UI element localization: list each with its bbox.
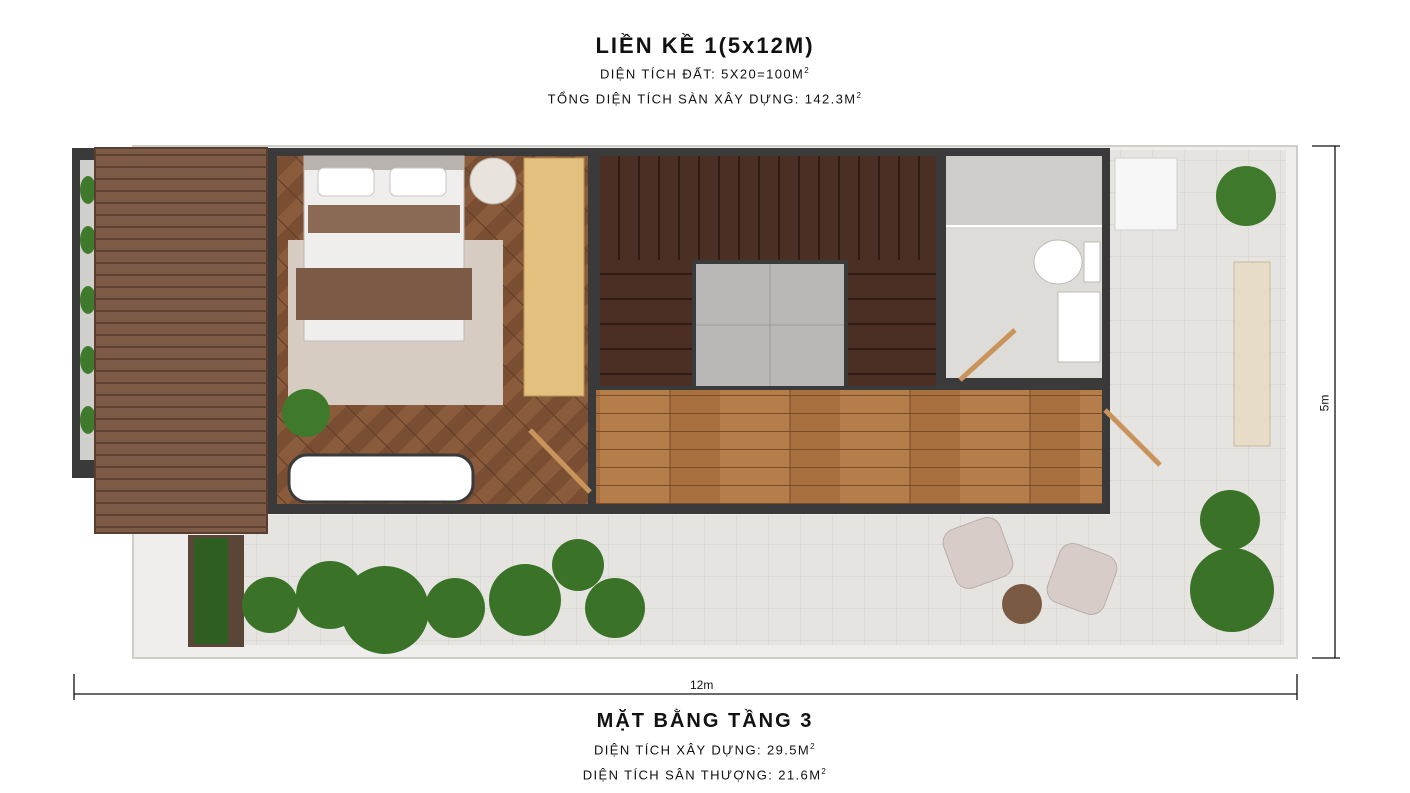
stair-left xyxy=(600,260,692,386)
total-floor-area-text: TỔNG DIỆN TÍCH SÀN XÂY DỰNG: 142.3M2 xyxy=(547,91,863,107)
washbasin xyxy=(1057,291,1101,363)
left-green-wall xyxy=(80,176,96,434)
bed xyxy=(296,155,472,342)
lounge-chair-1 xyxy=(942,517,1014,589)
width-dimension-label: 12m xyxy=(690,678,714,692)
build-area-text: DIỆN TÍCH XÂY DỰNG: 29.5M2 xyxy=(594,742,816,758)
wardrobe xyxy=(523,157,585,397)
corner-plant xyxy=(1216,166,1276,226)
bedroom-plant xyxy=(282,389,330,437)
stair-upper xyxy=(600,156,936,260)
nightstand xyxy=(469,157,517,205)
dresser-desk xyxy=(287,453,475,504)
lounge-chair-2 xyxy=(1046,543,1118,615)
toilet xyxy=(1033,239,1083,285)
roof xyxy=(94,147,268,534)
doors xyxy=(528,328,1162,494)
shower-area xyxy=(946,156,1102,226)
floor-title: MẶT BẰNG TẦNG 3 xyxy=(596,710,814,732)
plan-title: LIỀN KỀ 1(5x12M) xyxy=(595,33,815,58)
dimension-lines xyxy=(73,145,1340,700)
land-area-text: DIỆN TÍCH ĐẤT: 5X20=100M2 xyxy=(599,66,811,82)
height-dimension-label: 5m xyxy=(1317,394,1332,412)
drying-rack xyxy=(1233,261,1271,447)
terrace-area-text: DIỆN TÍCH SÂN THƯỢNG: 21.6M2 xyxy=(582,767,828,783)
terrace-plants xyxy=(242,490,1274,654)
stair-right xyxy=(848,260,936,386)
hallway-floor xyxy=(596,390,1102,504)
side-table xyxy=(1002,584,1042,624)
washing-machine xyxy=(1114,157,1178,231)
